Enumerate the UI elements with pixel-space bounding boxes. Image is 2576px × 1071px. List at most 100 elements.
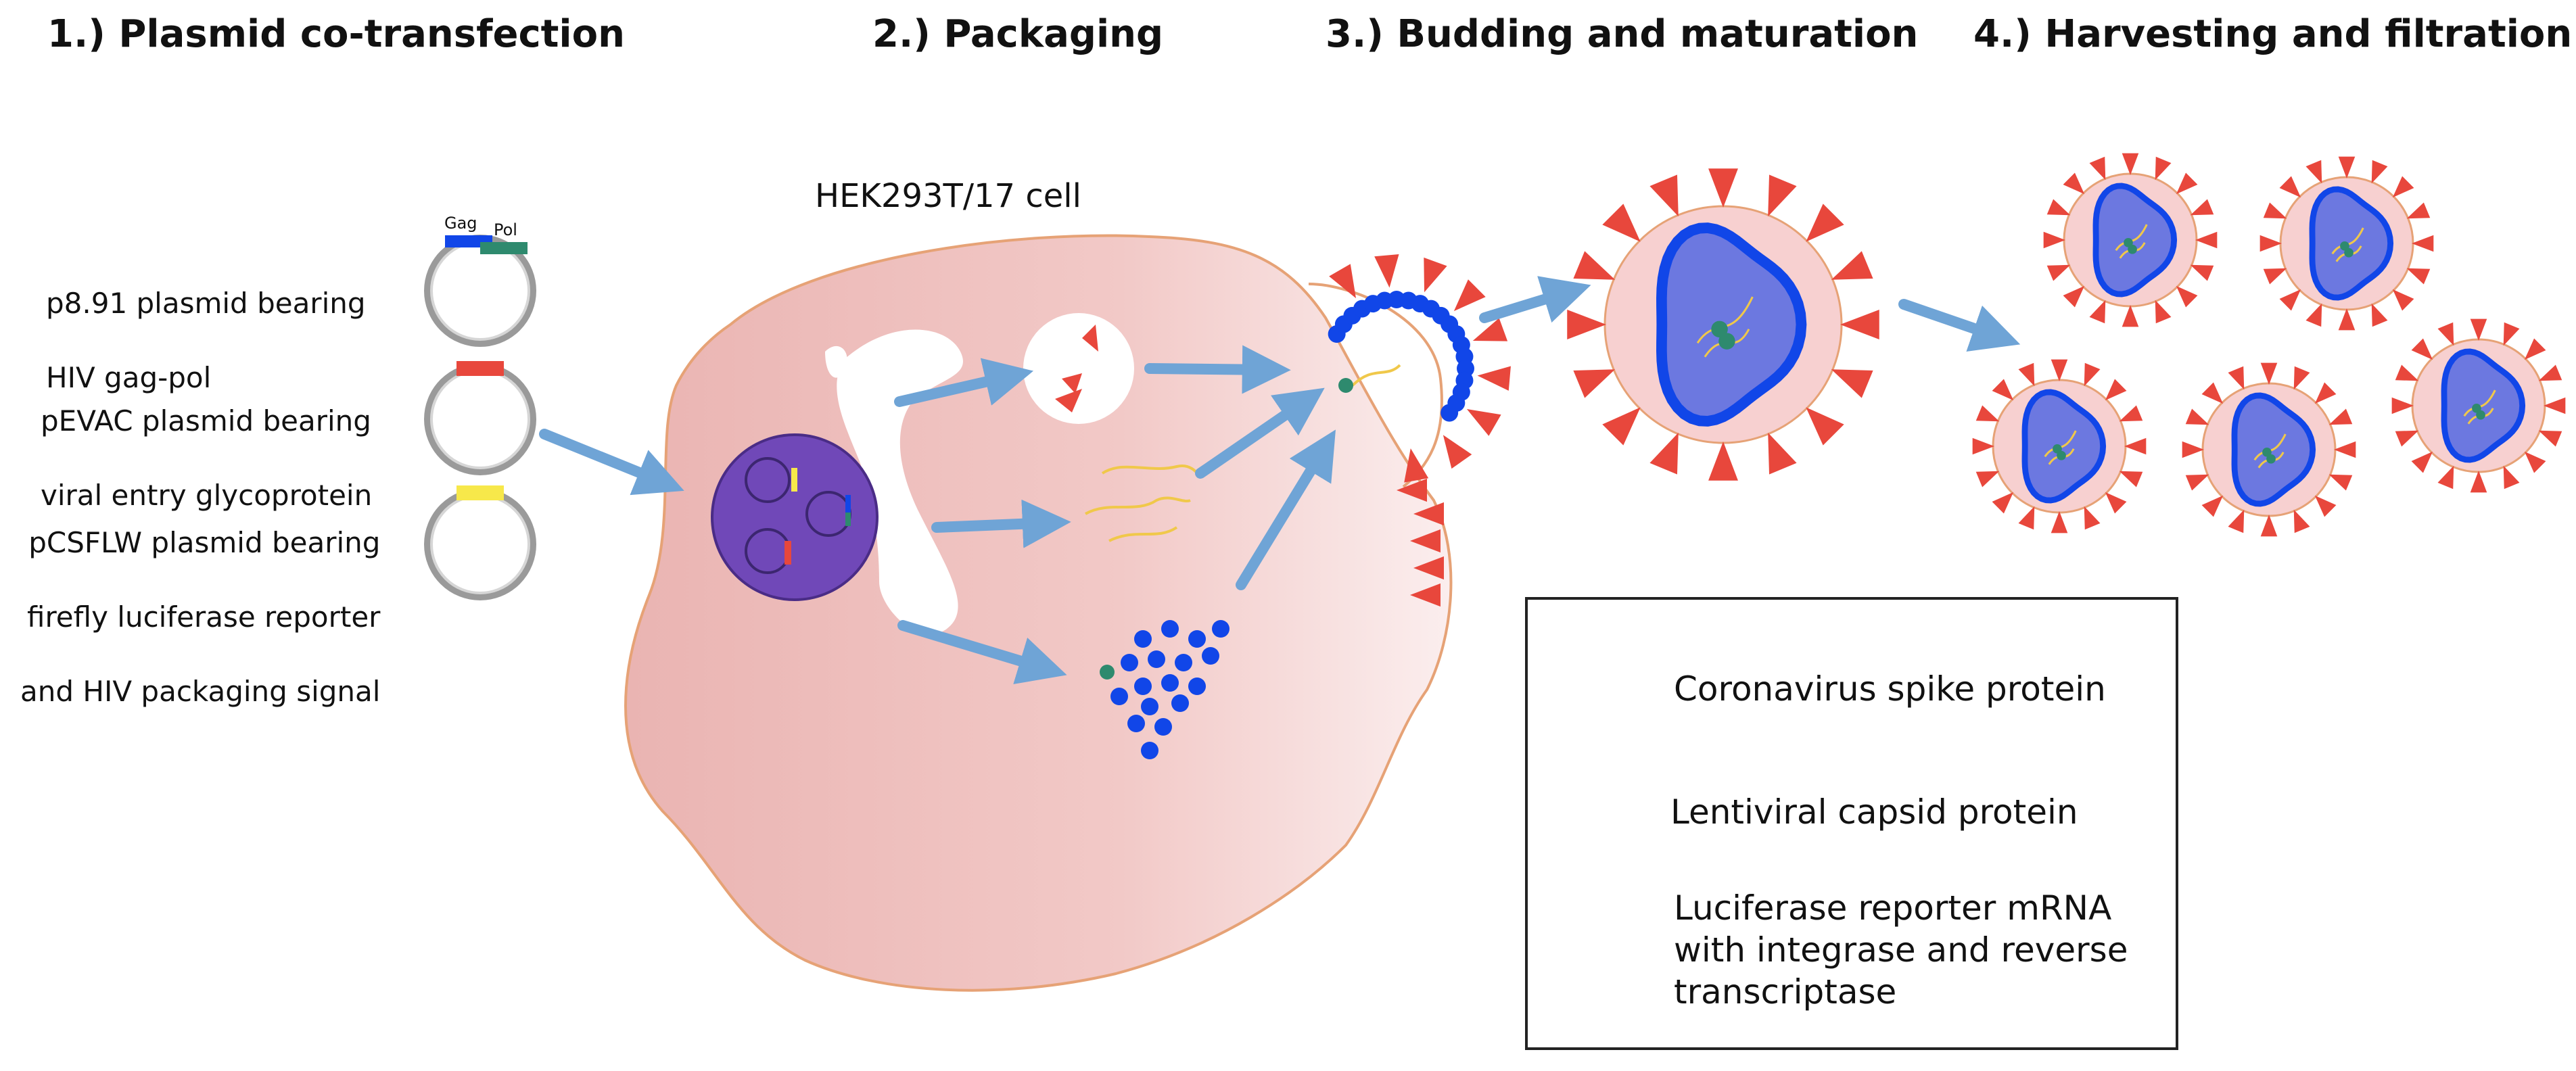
legend-line: Coronavirus spike protein — [1674, 669, 2106, 709]
spike-protein — [2119, 471, 2143, 487]
spike-protein — [1477, 366, 1511, 391]
spike-protein — [1649, 174, 1679, 217]
spike-protein — [2314, 495, 2337, 517]
spike-protein — [2105, 379, 2127, 401]
virion — [2391, 318, 2566, 493]
spike-protein — [2411, 338, 2433, 360]
virion — [2043, 153, 2218, 327]
spike-protein — [2395, 364, 2419, 381]
spike-protein — [2411, 451, 2433, 473]
plasmid-label-reporter: pCSFLW plasmid bearing firefly luciferas… — [20, 487, 380, 747]
capsid-protein — [1188, 630, 1206, 648]
spike-protein — [2089, 300, 2106, 324]
step-3-title: 3.) Budding and maturation — [1326, 12, 1919, 56]
plasmid-label-line: firefly luciferase reporter — [27, 600, 381, 634]
spike-protein — [2328, 408, 2353, 425]
spike-protein — [2371, 303, 2388, 327]
spike-protein — [2503, 465, 2520, 490]
spike-protein — [2328, 474, 2353, 491]
spike-protein — [1602, 204, 1641, 242]
arrow-capsid-to-bud — [1236, 429, 1336, 590]
legend-line: with integrase and reverse — [1674, 930, 2128, 970]
spike-protein — [2412, 235, 2434, 252]
plasmid-gag-pol — [424, 235, 536, 347]
spike-vesicle — [1023, 313, 1134, 424]
spike-protein — [1992, 379, 2014, 401]
env-gene — [456, 361, 504, 376]
capsid-protein — [1441, 404, 1459, 422]
spike-protein — [2185, 474, 2209, 491]
gag-label: Gag — [444, 214, 477, 233]
spike-protein — [2437, 465, 2454, 490]
spike-protein — [1410, 529, 1441, 553]
spike-protein — [2392, 176, 2414, 198]
spike-protein — [1424, 257, 1447, 293]
spike-protein — [1806, 407, 1844, 446]
spike-protein — [2338, 308, 2356, 331]
spike-protein — [2293, 509, 2310, 533]
enzyme-particle — [1100, 665, 1115, 680]
spike-protein — [1573, 251, 1616, 280]
spike-protein — [1567, 310, 1606, 339]
spike-protein — [1602, 407, 1641, 446]
legend — [1525, 597, 2178, 1050]
virion — [2182, 362, 2356, 537]
virion — [2259, 156, 2434, 331]
spike-protein — [2185, 408, 2209, 425]
spike-protein — [1975, 471, 2000, 487]
hek293t-cell — [624, 234, 1453, 992]
spike-protein — [2195, 231, 2218, 249]
spike-protein — [2338, 156, 2356, 178]
capsid-protein — [1110, 688, 1128, 705]
spike-protein — [2260, 362, 2278, 385]
spike-protein — [1768, 174, 1797, 217]
plasmid-label-line: pCSFLW plasmid bearing — [28, 526, 381, 559]
plasmid-label-line: viral entry glycoprotein — [41, 479, 373, 512]
virion — [1972, 359, 2147, 533]
spike-protein — [2176, 172, 2198, 195]
capsid-protein — [1171, 694, 1189, 712]
spike-protein — [2155, 300, 2172, 324]
plasmid-label-gag-pol: p8.91 plasmid bearing HIV gag-pol — [46, 247, 366, 433]
spike-protein — [2371, 160, 2388, 184]
arrow-nucleus-to-capsid — [897, 620, 1067, 684]
spike-protein — [1413, 502, 1444, 526]
arrow-nucleus-to-mrna — [931, 499, 1071, 548]
spike-protein — [1992, 492, 2014, 514]
spike-protein — [2314, 382, 2337, 404]
spike-protein — [2406, 268, 2431, 285]
spike-protein — [2155, 156, 2172, 181]
spike-protein — [1975, 405, 2000, 422]
spike-protein — [1708, 442, 1738, 481]
spike-protein — [2470, 471, 2487, 493]
capsid-protein — [1121, 654, 1138, 671]
spike-protein — [2122, 153, 2139, 175]
spike-protein — [2190, 199, 2214, 216]
capsid-protein — [1134, 677, 1152, 695]
plasmid-label-line: and HIV packaging signal — [20, 675, 381, 708]
spike-protein — [1472, 318, 1508, 341]
capsid-protein — [1161, 620, 1179, 638]
plasmid-label-line: p8.91 plasmid bearing — [46, 287, 366, 320]
spike-protein — [2105, 492, 2127, 514]
spike-protein — [2544, 397, 2566, 414]
spike-protein — [1806, 204, 1844, 242]
spike-protein — [2018, 506, 2035, 530]
spike-protein — [2228, 509, 2245, 533]
spike-protein — [2124, 437, 2147, 455]
capsid-protein — [1148, 650, 1165, 668]
spike-protein — [1374, 254, 1399, 288]
spike-protein — [2051, 511, 2068, 533]
spike-protein — [1466, 409, 1501, 436]
spike-protein — [2260, 515, 2278, 537]
spike-protein — [2293, 366, 2310, 390]
spike-protein — [2182, 441, 2204, 458]
legend-label-capsid: Lentiviral capsid protein — [1670, 791, 2078, 833]
pol-gene — [480, 242, 528, 254]
legend-line: transcriptase — [1674, 972, 1897, 1012]
capsid-protein — [1202, 647, 1219, 665]
spike-protein — [2051, 359, 2068, 381]
legend-line: Lentiviral capsid protein — [1670, 792, 2078, 832]
spike-protein — [2046, 199, 2071, 216]
